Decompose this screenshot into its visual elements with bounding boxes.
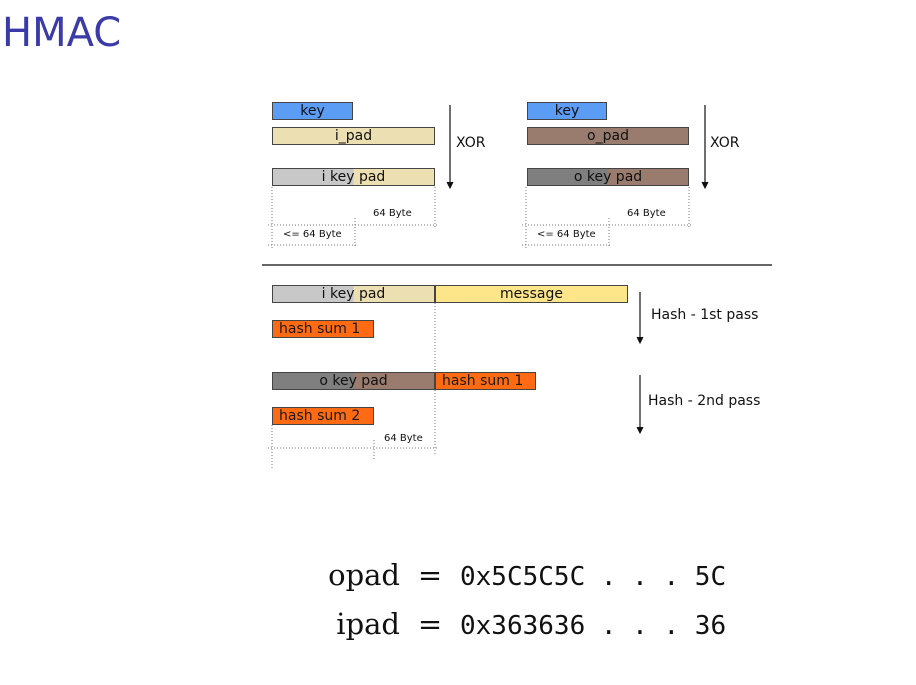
key-box-right: key [527,102,607,120]
i-key-pad-box: i key pad [272,168,435,186]
byte-64-label-right: 64 Byte [627,208,666,219]
xor-label-left: XOR [456,135,486,151]
xor-arrowhead-right [701,181,709,190]
formula-opad-value: 0x5C5C5C . . . 5C [460,562,727,592]
message-box: message [435,285,628,303]
page-title: HMAC [2,10,122,56]
byte-guides-right [522,187,692,248]
pass1-label: Hash - 1st pass [651,307,759,323]
formula-ipad-name: ipad [336,607,400,641]
formula-opad-eq: = [417,558,443,592]
byte-le-64-label-right: <= 64 Byte [537,229,596,240]
hash-sum-1-box: hash sum 1 [272,320,374,338]
i-key-pad-box-bottom: i key pad [272,285,435,303]
hash-sum-2-box: hash sum 2 [272,407,374,425]
byte-64-label-bottom: 64 Byte [384,433,423,444]
hash-sum-1-box-second: hash sum 1 [435,372,536,390]
formula-ipad-eq: = [417,607,443,641]
pass2-label: Hash - 2nd pass [648,393,761,409]
byte-64-label-left: 64 Byte [373,208,412,219]
formula-ipad-value: 0x363636 . . . 36 [460,611,727,641]
byte-le-64-label-left: <= 64 Byte [283,229,342,240]
xor-arrowhead-left [446,181,454,190]
o-key-pad-box-bottom: o key pad [272,372,435,390]
formula-opad-name: opad [328,558,400,592]
formula-opad: opad = 0x5C5C5C . . . 5C [270,558,726,592]
o-key-pad-box: o key pad [527,168,689,186]
pass2-arrowhead [636,426,644,435]
formula-ipad: ipad = 0x363636 . . . 36 [270,607,726,641]
opad-box: o_pad [527,127,689,145]
ipad-box: i_pad [272,127,435,145]
xor-label-right: XOR [710,135,740,151]
pass1-arrowhead [636,336,644,345]
byte-guides-left [268,187,438,248]
key-box-left: key [272,102,353,120]
